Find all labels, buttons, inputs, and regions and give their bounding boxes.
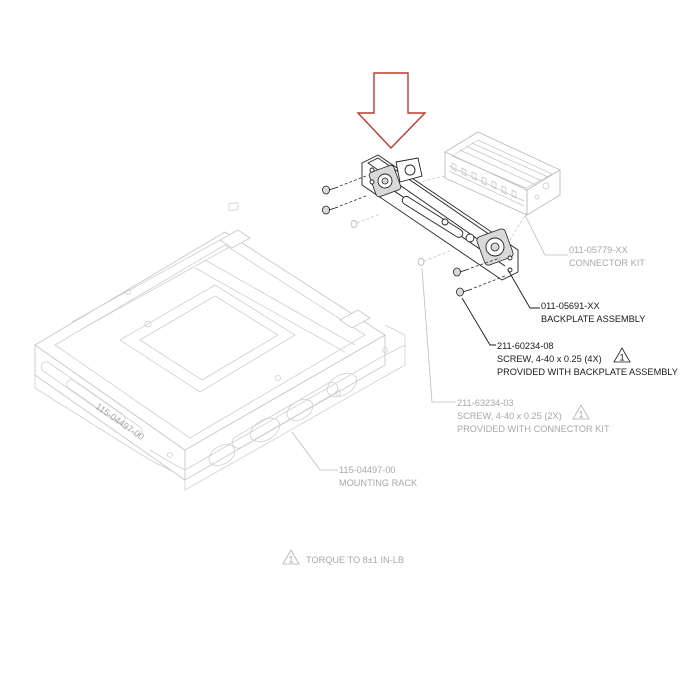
part-note: PROVIDED WITH BACKPLATE ASSEMBLY [497, 367, 678, 377]
svg-text:1: 1 [578, 410, 583, 420]
part-note: PROVIDED WITH CONNECTOR KIT [457, 424, 610, 434]
part-number: 011-05691-XX [541, 301, 600, 311]
backplate-assembly [361, 154, 519, 281]
torque-note-text: TORQUE TO 8±1 IN-LB [306, 555, 404, 565]
part-description: SCREW, 4-40 x 0.25 (2X) [457, 411, 562, 421]
backplate-screws [322, 175, 506, 297]
part-description: MOUNTING RACK [339, 478, 418, 488]
callout-screw-kit: 211-63234-03 SCREW, 4-40 x 0.25 (2X) 1 P… [457, 398, 610, 434]
part-number: 115-04497-00 [339, 465, 396, 475]
part-description: SCREW, 4-40 x 0.25 (4X) [497, 354, 602, 364]
screw-icon [322, 195, 367, 215]
svg-text:1: 1 [288, 555, 293, 565]
screw-icon [453, 257, 501, 277]
callout-mounting-rack: 115-04497-00 MOUNTING RACK [339, 465, 418, 488]
svg-text:1: 1 [619, 353, 624, 363]
screw-icon [456, 275, 506, 297]
connector-kit [444, 131, 561, 216]
down-arrow-icon [356, 72, 427, 150]
torque-note: 1 TORQUE TO 8±1 IN-LB [282, 549, 404, 565]
mounting-rack: 115-04497-00 [34, 202, 406, 491]
warning-triangle-icon: 1 [282, 549, 300, 565]
callout-connector-kit: 011-05779-XX CONNECTOR KIT [569, 245, 645, 268]
part-number: 211-60234-08 [497, 341, 554, 351]
part-number: 211-63234-03 [457, 398, 514, 408]
connector-kit-screws [350, 213, 451, 266]
screw-icon [350, 213, 381, 228]
part-number: 011-05779-XX [569, 245, 628, 255]
callout-backplate-assembly: 011-05691-XX BACKPLATE ASSEMBLY [541, 301, 645, 324]
part-description: BACKPLATE ASSEMBLY [541, 314, 645, 324]
callout-screw-backplate: 211-60234-08 SCREW, 4-40 x 0.25 (4X) 1 P… [497, 341, 678, 377]
screw-icon [322, 175, 367, 195]
part-description: CONNECTOR KIT [569, 258, 645, 268]
warning-triangle-icon: 1 [572, 404, 590, 420]
warning-triangle-icon: 1 [613, 347, 631, 363]
screw-icon [417, 250, 451, 266]
